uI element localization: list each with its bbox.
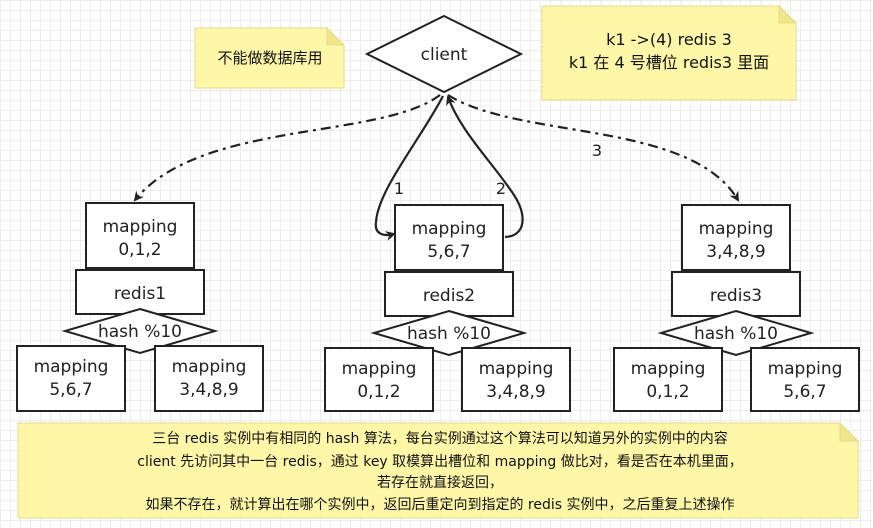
- client-label: client: [421, 45, 468, 65]
- note-left: 不能做数据库用: [194, 26, 346, 89]
- note-bottom-line-3: 若存在就直接返回，: [377, 474, 503, 491]
- redis3-sub-right: [750, 347, 860, 412]
- redis-node-1: mapping 0,1,2 redis1 hash %10 mapping 5,…: [16, 202, 264, 412]
- svg-text:5,6,7: 5,6,7: [49, 380, 92, 400]
- svg-text:hash %10: hash %10: [694, 324, 778, 344]
- redis1-label: redis1: [114, 284, 166, 304]
- redis1-mapping-box: [85, 202, 195, 269]
- svg-text:0,1,2: 0,1,2: [646, 382, 689, 402]
- svg-text:hash %10: hash %10: [98, 322, 182, 342]
- arrow-label-1: 1: [394, 179, 404, 198]
- arrow-step-2: [446, 95, 524, 239]
- note-right-line-1: k1 ->(4) redis 3: [606, 30, 732, 49]
- redis-node-3: mapping 3,4,8,9 redis3 hash %10 mapping …: [613, 204, 860, 412]
- svg-text:0,1,2: 0,1,2: [357, 382, 400, 402]
- svg-text:mapping: mapping: [699, 219, 774, 239]
- svg-text:hash %10: hash %10: [407, 324, 491, 344]
- redis2-sub-left: [324, 347, 434, 412]
- redis-node-2: mapping 5,6,7 redis2 hash %10 mapping 0,…: [324, 204, 571, 412]
- note-bottom: 三台 redis 实例中有相同的 hash 算法，每台实例通过这个算法可以知道另…: [17, 421, 860, 519]
- svg-text:mapping: mapping: [412, 219, 487, 239]
- svg-text:3,4,8,9: 3,4,8,9: [486, 382, 545, 402]
- note-left-text: 不能做数据库用: [217, 49, 322, 67]
- redis2-hash-diamond: [370, 309, 528, 357]
- redis3-sub-left: [613, 347, 723, 412]
- redis2-sub-right: [461, 347, 571, 412]
- client-node: client: [364, 14, 524, 94]
- svg-text:3,4,8,9: 3,4,8,9: [706, 242, 765, 262]
- svg-text:5,6,7: 5,6,7: [783, 382, 826, 402]
- note-bottom-line-2: client 先访问其中一台 redis，通过 key 取模算出槽位和 mapp…: [137, 454, 742, 470]
- arrows: [133, 94, 740, 241]
- svg-text:mapping: mapping: [768, 359, 843, 379]
- note-right: k1 ->(4) redis 3 k1 在 4 号槽位 redis3 里面: [541, 4, 798, 101]
- svg-text:mapping: mapping: [342, 359, 417, 379]
- arrow-step-1: [374, 95, 444, 241]
- svg-text:mapping: mapping: [631, 359, 706, 379]
- arrow-label-3: 3: [592, 141, 602, 160]
- svg-text:mapping: mapping: [479, 359, 554, 379]
- svg-text:mapping: mapping: [103, 217, 178, 237]
- redis1-sub-left: [16, 345, 126, 412]
- svg-text:mapping: mapping: [172, 357, 247, 377]
- redis3-mapping-box: [681, 204, 791, 271]
- redis1-sub-right: [154, 345, 264, 412]
- note-right-line-2: k1 在 4 号槽位 redis3 里面: [569, 53, 769, 72]
- redis1-hash-diamond: [61, 307, 219, 355]
- arrow-client-redis3: [447, 94, 740, 202]
- svg-text:5,6,7: 5,6,7: [427, 242, 470, 262]
- redis3-label: redis3: [710, 286, 762, 306]
- arrow-label-2: 2: [496, 179, 506, 198]
- note-bottom-line-1: 三台 redis 实例中有相同的 hash 算法，每台实例通过这个算法可以知道另…: [152, 430, 728, 447]
- redis3-hash-diamond: [657, 309, 815, 357]
- note-bottom-line-4: 如果不存在，就计算出在哪个实例中，返回后重定向到指定的 redis 实例中，之后…: [145, 496, 734, 513]
- svg-text:3,4,8,9: 3,4,8,9: [179, 380, 238, 400]
- redis2-mapping-box: [394, 204, 504, 271]
- redis2-label: redis2: [423, 286, 475, 306]
- svg-text:mapping: mapping: [34, 357, 109, 377]
- svg-text:0,1,2: 0,1,2: [118, 240, 161, 260]
